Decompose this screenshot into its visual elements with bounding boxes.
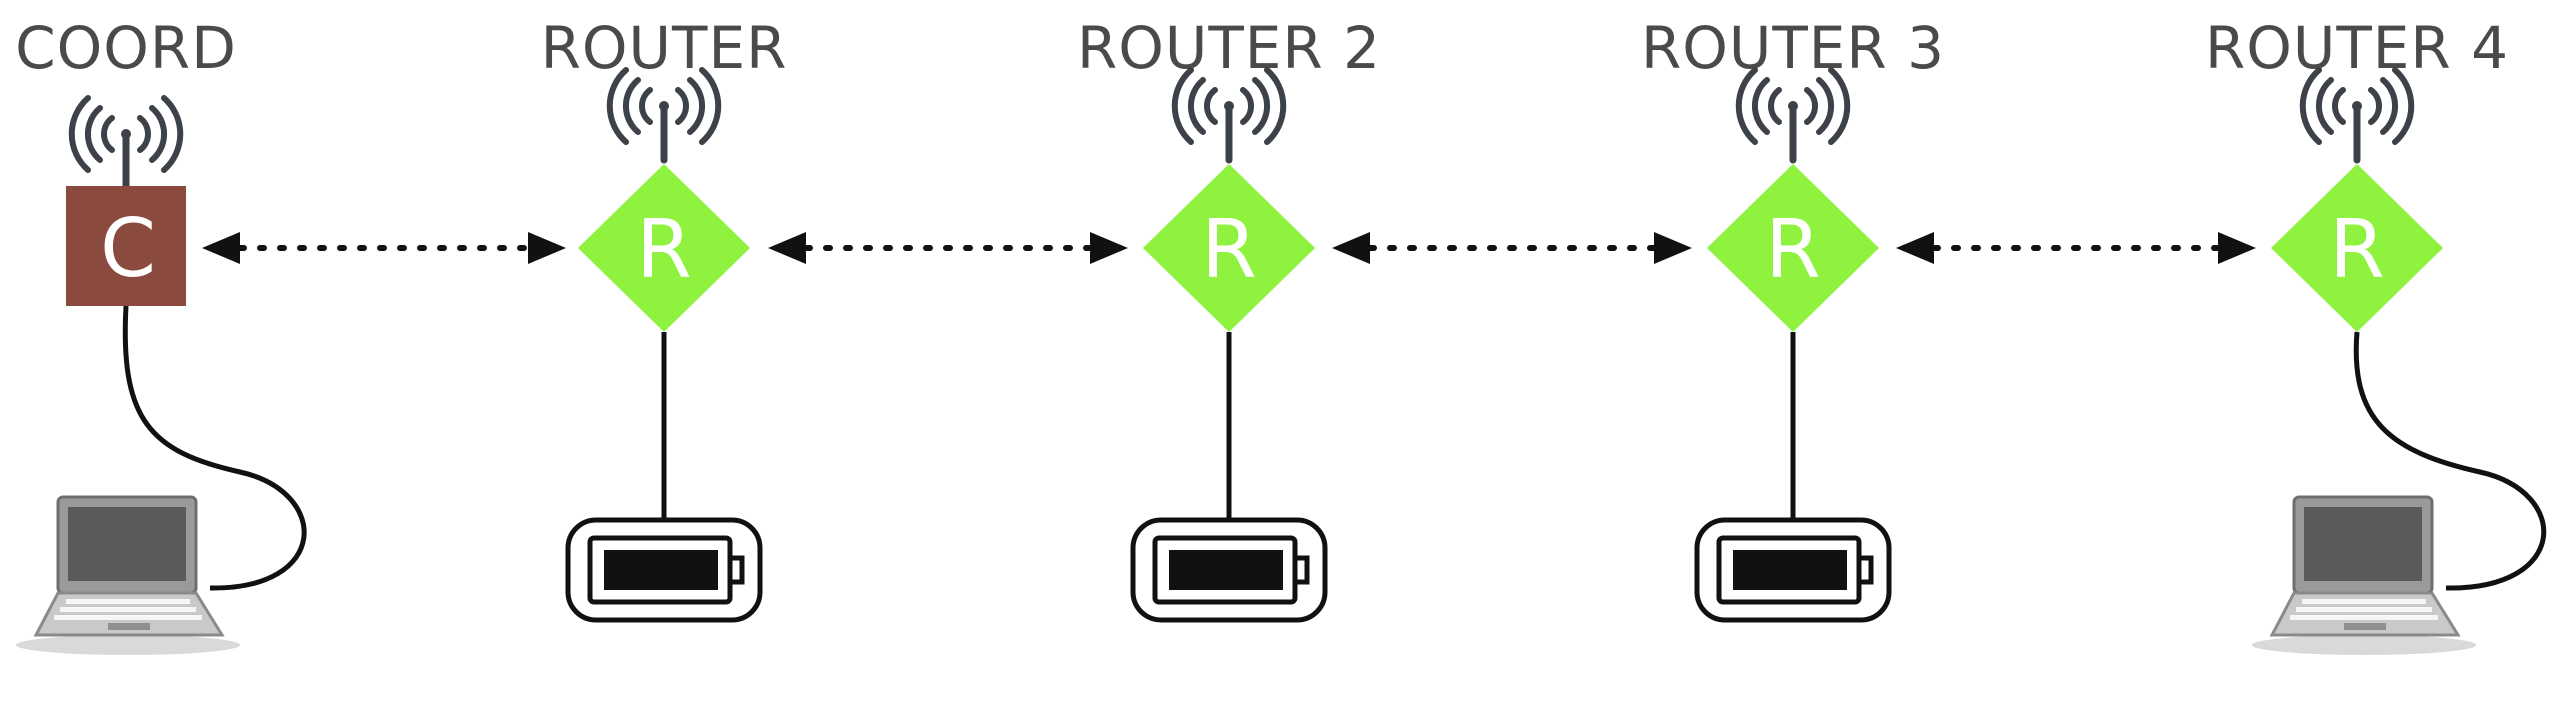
node-label-router-2: ROUTER 2 [1077, 14, 1381, 82]
battery-icon [1130, 517, 1328, 623]
laptop-icon [2252, 495, 2476, 655]
antenna-signal-icon [1175, 70, 1284, 160]
router-node: R [578, 164, 750, 332]
router-letter: R [1201, 203, 1257, 296]
battery-icon [565, 517, 763, 623]
node-label-coord: COORD [15, 14, 237, 82]
cable-coord-laptop [122, 305, 307, 591]
antenna-signal-icon [2303, 70, 2412, 160]
coordinator-node: C [66, 186, 186, 306]
router-node: R [1707, 164, 1879, 332]
antenna-signal-icon [610, 70, 719, 160]
battery-icon [1694, 517, 1892, 623]
antenna-signal-icon [1739, 70, 1848, 160]
antenna-signal-icon [72, 98, 181, 188]
link-router-1-router-2 [768, 232, 1128, 264]
router-node: R [1143, 164, 1315, 332]
cable-router-4-laptop [2353, 331, 2547, 591]
link-coord-router-1 [202, 232, 566, 264]
router-letter: R [2329, 203, 2385, 296]
node-label-router-4: ROUTER 4 [2205, 14, 2509, 82]
router-letter: R [1765, 203, 1821, 296]
link-router-3-router-4 [1896, 232, 2256, 264]
coordinator-letter: C [100, 202, 156, 295]
link-router-2-router-3 [1332, 232, 1692, 264]
node-label-router-3: ROUTER 3 [1641, 14, 1945, 82]
node-label-router-1: ROUTER [541, 14, 788, 82]
router-node: R [2271, 164, 2443, 332]
laptop-icon [16, 495, 240, 655]
router-letter: R [636, 203, 692, 296]
